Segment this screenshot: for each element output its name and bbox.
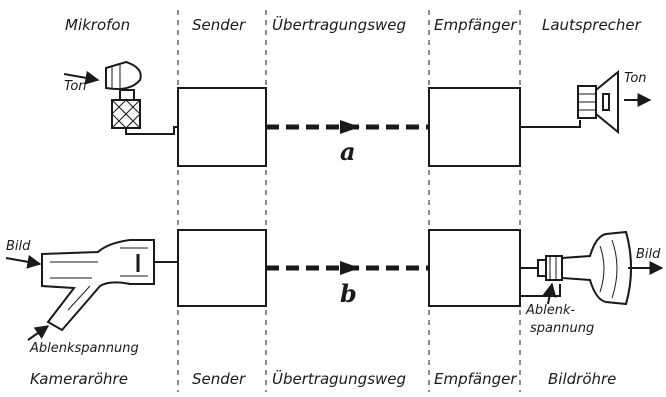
receiver-deflection-label-2: spannung [530,321,594,336]
receiver-deflection-arrow [542,282,557,305]
audio-input-arrow [63,70,100,85]
header-kameraroehre: Kameraröhre [30,370,128,388]
video-link-label: b [340,279,357,308]
audio-speaker-wire [520,120,581,128]
header-bildroehre: Bildröhre [548,370,616,388]
audio-mic-wire [125,126,178,135]
video-receiver-box [428,229,521,307]
header-empfaenger-top: Empfänger [434,16,517,34]
video-link-arrow [340,261,360,275]
loudspeaker-icon [577,69,619,135]
picture-tube-icon [537,230,632,306]
video-output-label: Bild [636,247,661,262]
header-mikrofon: Mikrofon [65,16,130,34]
video-sender-box [177,229,267,307]
audio-link-label: a [340,137,356,166]
camera-deflection-arrow [27,325,50,341]
header-uebertragungsweg-top: Übertragungsweg [272,15,406,34]
header-sender-bottom: Sender [192,370,246,388]
camera-deflection-label: Ablenkspannung [29,341,139,356]
header-uebertragungsweg-bottom: Übertragungsweg [272,369,406,388]
audio-link-arrow [340,120,360,134]
video-input-label: Bild [6,239,31,254]
header-lautsprecher: Lautsprecher [542,16,642,34]
video-input-arrow [5,254,42,269]
header-sender-top: Sender [192,16,246,34]
audio-output-label: Ton [624,71,647,86]
audio-input-label: Ton [64,79,87,94]
microphone-icon [105,60,142,129]
camera-tube-icon [41,239,155,332]
receiver-deflection-label-1: Ablenk- [525,303,576,318]
header-empfaenger-bottom: Empfänger [434,370,517,388]
video-tube-wire-bottom [520,284,561,297]
audio-receiver-box [428,87,521,167]
audio-sender-box [177,87,267,167]
